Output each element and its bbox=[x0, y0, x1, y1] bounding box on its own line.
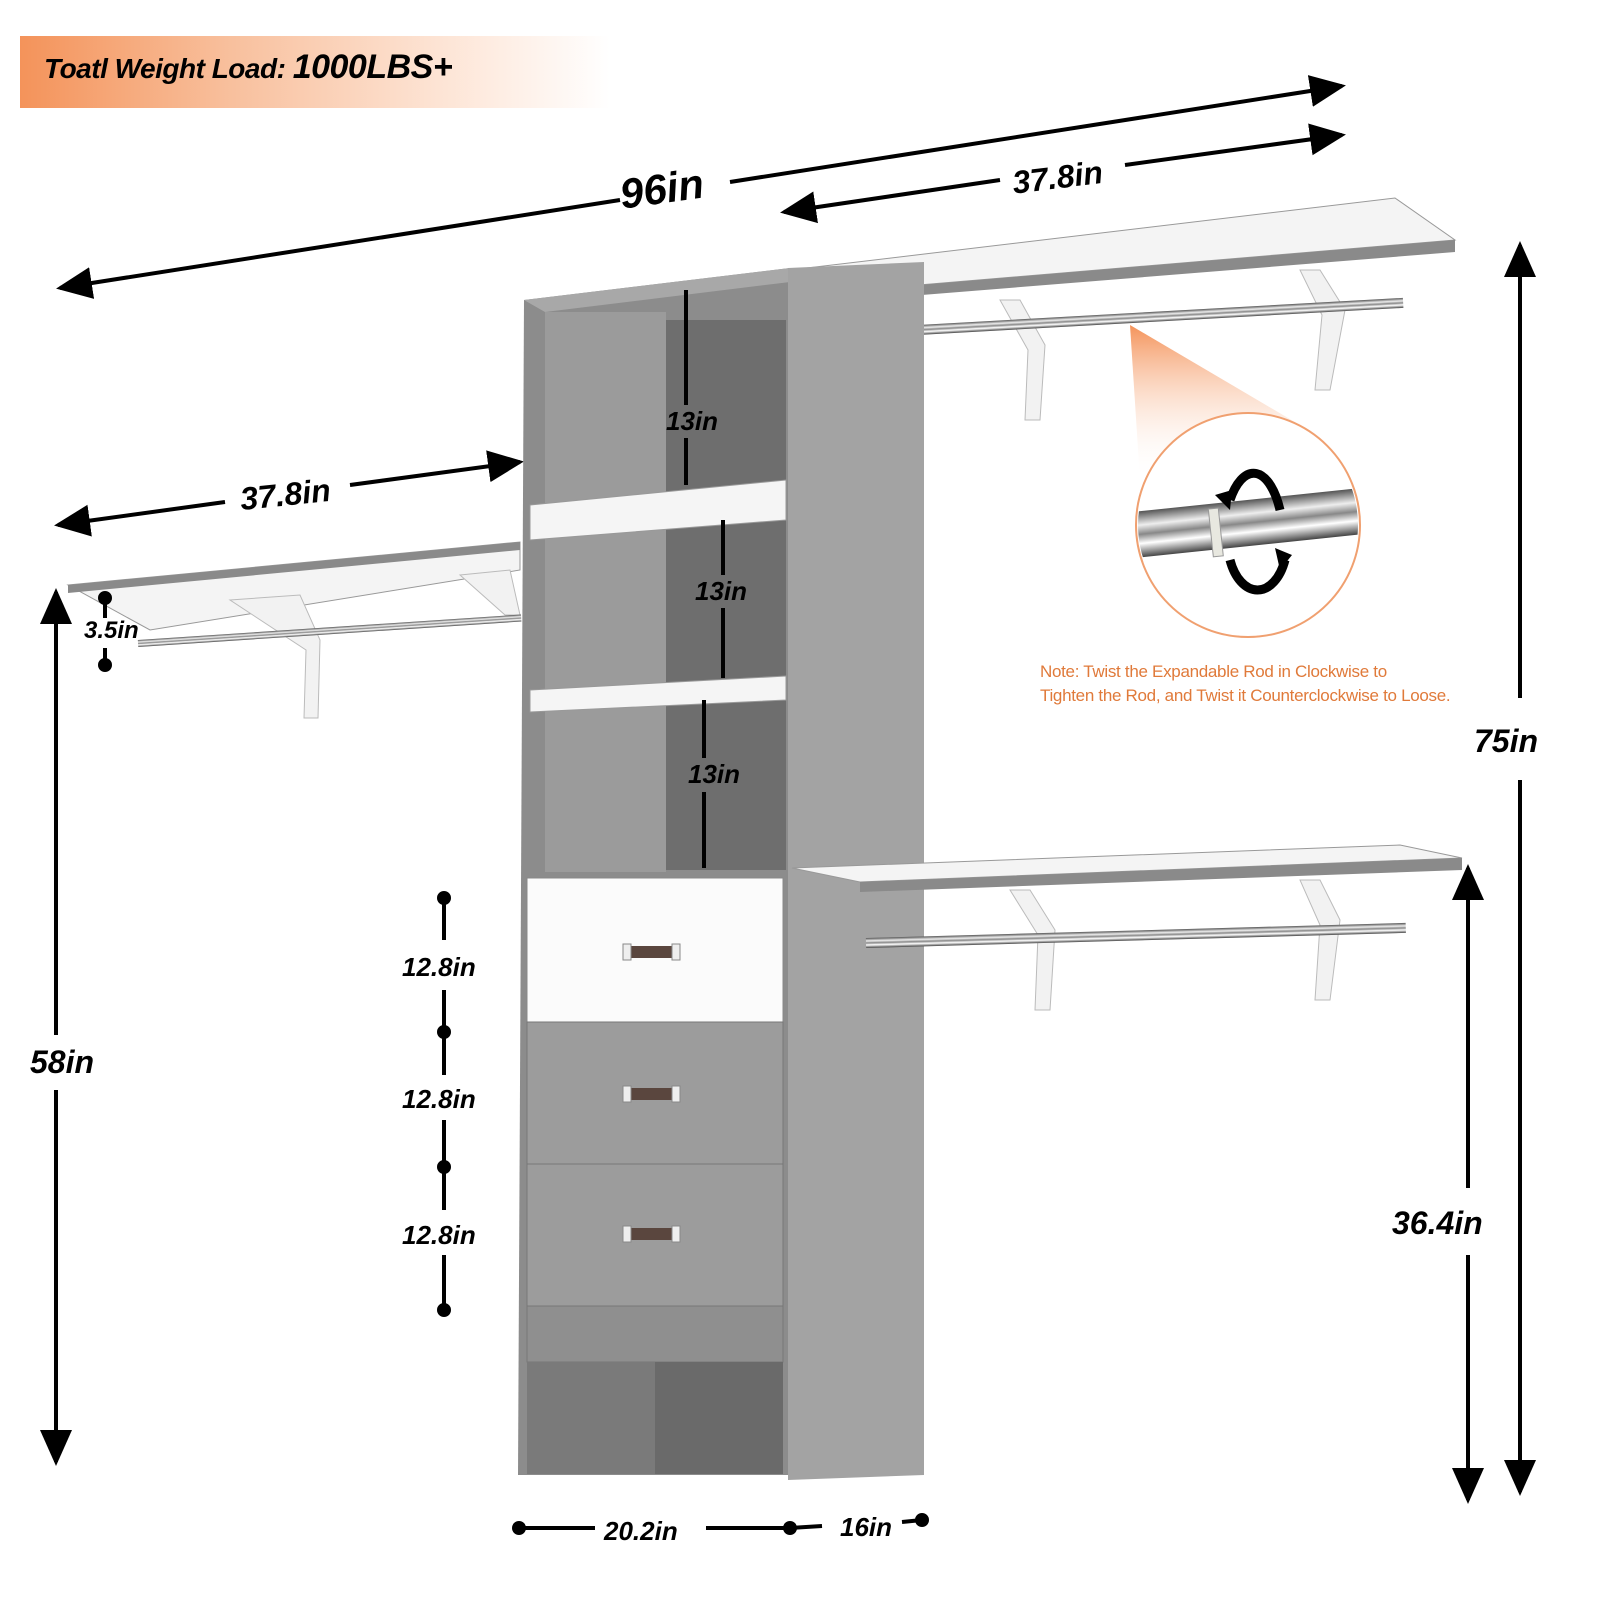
dimension-tower-footprint bbox=[512, 1513, 929, 1535]
left-hanging-rod bbox=[137, 614, 522, 647]
rotate-arrows-icon bbox=[1225, 468, 1290, 595]
dimension-top-right-shelf: 37.8in bbox=[780, 123, 1346, 224]
svg-text:58in: 58in bbox=[30, 1044, 94, 1080]
svg-text:13in: 13in bbox=[666, 406, 718, 436]
svg-text:3.5in: 3.5in bbox=[84, 617, 139, 644]
svg-text:36.4in: 36.4in bbox=[1392, 1205, 1483, 1241]
dimension-total-width: 96in bbox=[56, 75, 1346, 299]
svg-text:12.8in: 12.8in bbox=[402, 952, 476, 982]
weight-load-banner bbox=[20, 36, 610, 108]
svg-text:96in: 96in bbox=[617, 160, 707, 218]
svg-text:37.8in: 37.8in bbox=[238, 472, 332, 517]
drawer-handle[interactable] bbox=[622, 943, 681, 961]
weight-load-label: Toatl Weight Load: bbox=[44, 53, 286, 84]
svg-text:13in: 13in bbox=[688, 759, 740, 789]
top-hanging-rod bbox=[863, 297, 1404, 338]
svg-text:20.2in: 20.2in bbox=[603, 1516, 678, 1546]
dimension-drawers bbox=[437, 891, 451, 1317]
left-shelf bbox=[66, 541, 522, 719]
rod-detail-callout bbox=[1130, 325, 1361, 638]
note-line-2: Tighten the Rod, and Twist it Counterclo… bbox=[1040, 686, 1451, 705]
weight-load-value: 1000LBS+ bbox=[292, 48, 453, 86]
lower-hanging-rod bbox=[865, 922, 1406, 948]
weight-load-text: Toatl Weight Load: 1000LBS+ bbox=[44, 48, 453, 87]
svg-text:12.8in: 12.8in bbox=[402, 1084, 476, 1114]
svg-text:16in: 16in bbox=[840, 1512, 892, 1542]
top-right-shelf bbox=[789, 197, 1457, 421]
svg-text:12.8in: 12.8in bbox=[402, 1220, 476, 1250]
rod-instruction-note: Note: Twist the Expandable Rod in Clockw… bbox=[1040, 660, 1540, 708]
svg-text:13in: 13in bbox=[695, 576, 747, 606]
svg-text:37.8in: 37.8in bbox=[1010, 154, 1104, 201]
note-line-1: Note: Twist the Expandable Rod in Clockw… bbox=[1040, 662, 1387, 681]
dimension-left-shelf: 37.8in bbox=[54, 450, 524, 537]
svg-text:75in: 75in bbox=[1474, 723, 1538, 759]
drawer-handle[interactable] bbox=[622, 1225, 681, 1243]
drawer-handle[interactable] bbox=[622, 1085, 681, 1103]
dimension-rod-gap bbox=[98, 591, 112, 672]
lower-right-shelf bbox=[791, 844, 1463, 1011]
dimension-tower-shelves bbox=[684, 290, 725, 868]
